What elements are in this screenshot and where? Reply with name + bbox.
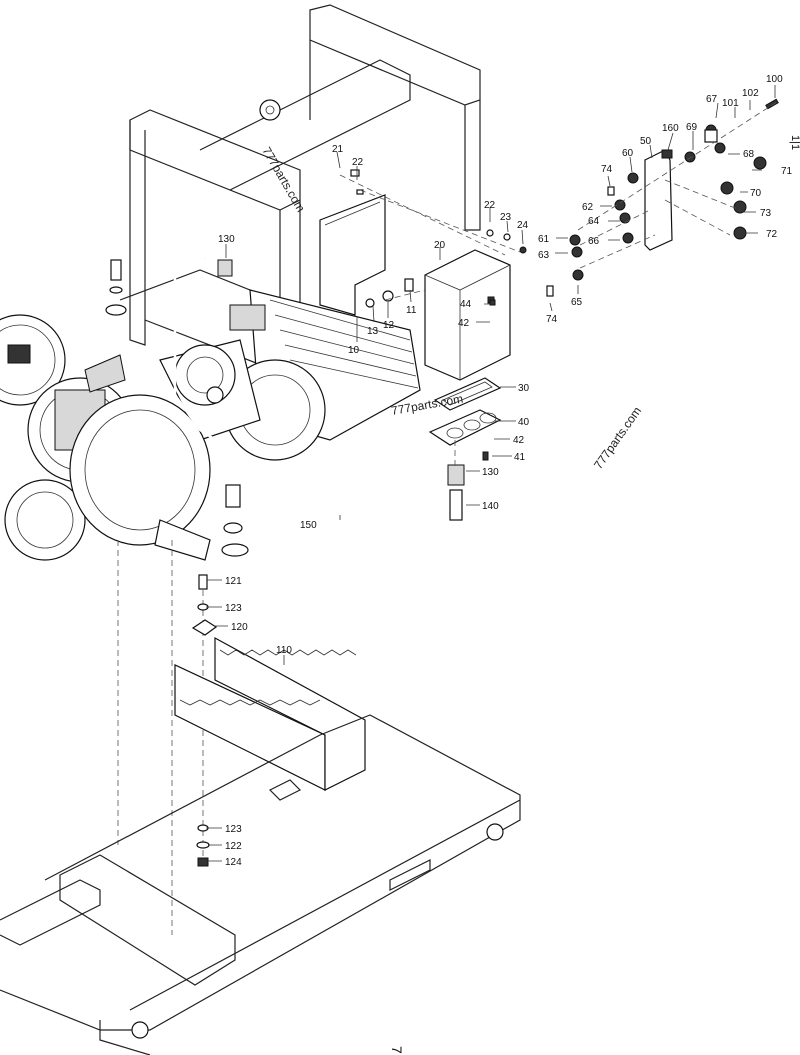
callout-63: 63 — [538, 250, 550, 261]
callout-10: 10 — [348, 345, 360, 356]
pump-housing — [0, 314, 211, 561]
gasket-30 — [433, 377, 502, 411]
edge-mark: 1|1 — [789, 135, 800, 150]
callout-120: 120 — [231, 622, 248, 633]
callout-42-box: 42 — [458, 318, 470, 329]
callout-23: 23 — [500, 212, 512, 223]
callout-61: 61 — [538, 234, 550, 245]
callout-20: 20 — [434, 240, 446, 251]
switch-plate-50 — [644, 149, 673, 251]
assembly-axes — [117, 99, 781, 935]
callout-69: 69 — [686, 122, 698, 133]
hose-150 — [173, 243, 457, 575]
callout-73: 73 — [760, 208, 772, 219]
callout-65: 65 — [571, 297, 583, 308]
callout-150: 150 — [300, 520, 317, 531]
callout-22-left: 22 — [352, 157, 364, 168]
callout-62: 62 — [582, 202, 594, 213]
callout-22-right: 22 — [484, 200, 496, 211]
callout-70: 70 — [750, 188, 762, 199]
callout-24: 24 — [517, 220, 529, 231]
callout-130-bottom: 130 — [482, 467, 499, 478]
callout-110: 110 — [276, 645, 292, 656]
callout-12: 12 — [383, 320, 395, 331]
pump-foot-fasteners — [105, 259, 249, 557]
callout-68: 68 — [743, 149, 755, 160]
callout-13: 13 — [367, 326, 379, 337]
callout-102: 102 — [742, 88, 759, 99]
callout-64: 64 — [588, 216, 600, 227]
guard-110 — [174, 636, 366, 791]
callout-30: 30 — [518, 383, 530, 394]
callout-122: 122 — [225, 841, 242, 852]
callout-21: 21 — [332, 144, 344, 155]
callout-40: 40 — [518, 417, 530, 428]
control-box-20 — [424, 249, 511, 381]
plate-40 — [428, 409, 502, 446]
base-frame — [0, 714, 521, 1055]
callout-72: 72 — [766, 229, 778, 240]
motor-assembly — [159, 289, 421, 461]
page-number: 7 — [389, 1046, 405, 1054]
callout-130-top: 130 — [218, 234, 235, 245]
callout-labels: 100 67 101 102 160 50 60 69 68 71 74 62 … — [206, 74, 793, 868]
callout-11: 11 — [406, 305, 417, 316]
callout-121: 121 — [225, 576, 242, 587]
callout-50: 50 — [640, 136, 652, 147]
callout-44: 44 — [460, 299, 472, 310]
callout-123-bottom: 123 — [225, 824, 242, 835]
watermark-right: 777parts.com — [591, 404, 644, 472]
callout-67: 67 — [706, 94, 718, 105]
callout-123-top: 123 — [225, 603, 242, 614]
switches — [546, 98, 779, 297]
callout-140: 140 — [482, 501, 499, 512]
callout-124: 124 — [225, 857, 242, 868]
mounting-bracket-10 — [319, 194, 386, 316]
callout-101: 101 — [722, 98, 739, 109]
callout-71: 71 — [781, 166, 793, 177]
callout-60: 60 — [622, 148, 634, 159]
callout-74-top: 74 — [601, 164, 613, 175]
bracket-fasteners — [191, 574, 218, 867]
callout-100: 100 — [766, 74, 783, 85]
callout-66: 66 — [588, 236, 600, 247]
connectors — [217, 169, 527, 521]
callout-74-bottom: 74 — [546, 314, 558, 325]
callout-42-plate: 42 — [513, 435, 525, 446]
callout-41: 41 — [514, 452, 526, 463]
callout-160: 160 — [662, 123, 679, 134]
